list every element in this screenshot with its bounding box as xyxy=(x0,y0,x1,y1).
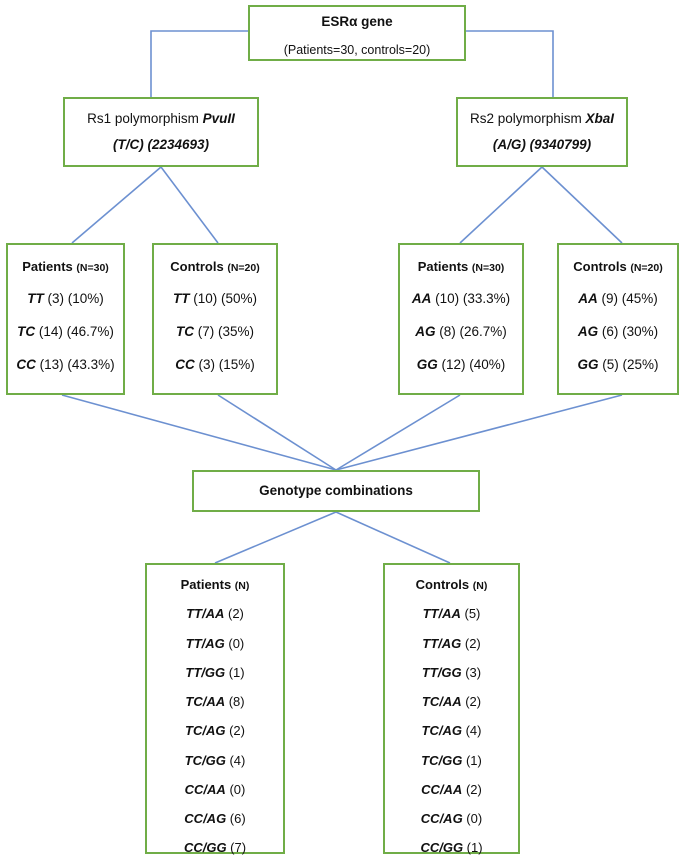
combo-patients-row-7: CC/AG (6) xyxy=(184,811,246,826)
combo-controls-row-4: TC/AG (4) xyxy=(421,723,482,739)
node-esr-alpha-gene: ESRα gene (Patients=30, controls=20) xyxy=(248,5,466,61)
rs2-prefix: Rs2 polymorphism xyxy=(469,110,586,126)
combo-controls-header-n: (N) xyxy=(472,580,488,592)
combo-controls-row-5: TC/GG (1) xyxy=(421,752,482,768)
node-combinations-patients: Patients (N) TT/AA (2) TT/AG (0) TT/GG (… xyxy=(145,563,285,856)
rs2-controls-header-label: Controls xyxy=(573,259,631,274)
rs1-line1: Rs1 polymorphism PvuII xyxy=(65,111,257,128)
root-title: ESRα gene xyxy=(321,14,393,29)
combo-patients-row-5: TC/GG (4) xyxy=(184,752,246,768)
combo-patients-header-label: Patients xyxy=(180,577,235,592)
rs1-patients-header: Patients (N=30) xyxy=(8,259,123,275)
rs1-controls-row-1: TC (7) (35%) xyxy=(175,324,254,340)
rs1-controls-row-2: CC (3) (15%) xyxy=(175,357,255,372)
combo-controls-row-6: CC/AA (2) xyxy=(421,781,482,797)
rs2-patients-row-2: GG (12) (40%) xyxy=(416,357,506,372)
rs1-line2: (T/C) (2234693) xyxy=(112,136,210,152)
combo-patients-row-4: TC/AG (2) xyxy=(185,723,245,739)
rs2-controls-row-2: GG (5) (25%) xyxy=(577,357,659,372)
rs1-patients-row-0: TT (3) (10%) xyxy=(27,291,104,307)
combinations-title: Genotype combinations xyxy=(259,482,413,498)
combo-patients-row-0: TT/AA (2) xyxy=(186,606,244,622)
connector-rs1-controls-to-combinations xyxy=(217,394,337,471)
combo-controls-header: Controls (N) xyxy=(385,577,518,593)
combo-patients-header-n: (N) xyxy=(234,580,250,592)
rs1-controls-header-label: Controls xyxy=(170,259,228,274)
node-rs2-controls: Controls (N=20) AA (9) (45%) AG (6) (30%… xyxy=(557,243,679,395)
rs1-patients-header-n: (N=30) xyxy=(76,262,109,274)
connector-rs2-patients-to-combinations xyxy=(335,394,461,471)
connector-rs2-controls-to-combinations xyxy=(335,394,623,471)
rs2-patients-row-1: AG (8) (26.7%) xyxy=(415,324,507,340)
connector-combinations-to-controls xyxy=(335,511,451,564)
root-subtitle: (Patients=30, controls=20) xyxy=(283,42,431,57)
rs2-patients-row-0: AA (10) (33.3%) xyxy=(411,291,511,307)
rs2-controls-header: Controls (N=20) xyxy=(559,259,677,275)
rs1-controls-header: Controls (N=20) xyxy=(154,259,276,275)
combo-patients-row-8: CC/GG (7) xyxy=(183,840,247,856)
combo-patients-header: Patients (N) xyxy=(147,577,283,593)
combo-controls-row-0: TT/AA (5) xyxy=(422,606,481,622)
rs2-line1: Rs2 polymorphism XbaI xyxy=(458,111,626,128)
combo-controls-row-7: CC/AG (0) xyxy=(420,811,483,826)
rs2-patients-header-n: (N=30) xyxy=(471,262,505,274)
connector-combinations-to-patients xyxy=(214,511,337,564)
connector-rs1-patients-to-combinations xyxy=(61,394,337,471)
rs1-patients-row-2: CC (13) (43.3%) xyxy=(16,357,115,372)
node-combinations-controls: Controls (N) TT/AA (5) TT/AG (2) TT/GG (… xyxy=(383,563,520,856)
node-genotype-combinations: Genotype combinations xyxy=(192,470,480,512)
node-rs2-polymorphism: Rs2 polymorphism XbaI (A/G) (9340799) xyxy=(456,97,628,167)
connector-root-to-rs2 xyxy=(466,30,554,97)
rs1-prefix: Rs1 polymorphism xyxy=(87,110,203,126)
connector-rs2-to-patients xyxy=(459,166,543,244)
rs1-controls-header-n: (N=20) xyxy=(227,262,260,274)
node-rs1-polymorphism: Rs1 polymorphism PvuII (T/C) (2234693) xyxy=(63,97,259,167)
combo-controls-row-1: TT/AG (2) xyxy=(422,635,481,651)
rs2-controls-header-n: (N=20) xyxy=(630,262,663,274)
combo-patients-row-3: TC/AA (8) xyxy=(185,694,245,709)
connector-rs1-to-patients xyxy=(71,166,162,244)
rs1-patients-row-1: TC (14) (46.7%) xyxy=(17,324,114,340)
combo-controls-row-3: TC/AA (2) xyxy=(421,694,482,709)
rs2-controls-row-0: AA (9) (45%) xyxy=(578,291,658,307)
combo-patients-row-1: TT/AG (0) xyxy=(185,635,245,651)
combo-patients-row-6: CC/AA (0) xyxy=(184,781,246,797)
connector-rs2-to-controls xyxy=(541,166,623,244)
connector-rs1-to-controls xyxy=(160,166,219,244)
rs1-gene-name: PvuII xyxy=(202,110,235,126)
rs1-patients-header-label: Patients xyxy=(22,259,77,274)
rs2-gene-name: XbaI xyxy=(585,110,615,126)
rs2-patients-header-label: Patients xyxy=(417,259,472,274)
combo-controls-row-8: CC/GG (1) xyxy=(420,840,483,856)
connector-root-to-rs1 xyxy=(150,30,248,97)
node-rs2-patients: Patients (N=30) AA (10) (33.3%) AG (8) (… xyxy=(398,243,524,395)
node-rs1-patients: Patients (N=30) TT (3) (10%) TC (14) (46… xyxy=(6,243,125,395)
node-rs1-controls: Controls (N=20) TT (10) (50%) TC (7) (35… xyxy=(152,243,278,395)
combo-patients-row-2: TT/GG (1) xyxy=(185,664,245,680)
rs2-patients-header: Patients (N=30) xyxy=(400,259,522,275)
rs1-controls-row-0: TT (10) (50%) xyxy=(172,291,258,307)
combo-controls-header-label: Controls xyxy=(415,577,473,592)
rs2-controls-row-1: AG (6) (30%) xyxy=(577,324,659,340)
rs2-line2: (A/G) (9340799) xyxy=(492,136,592,152)
combo-controls-row-2: TT/GG (3) xyxy=(421,664,482,680)
